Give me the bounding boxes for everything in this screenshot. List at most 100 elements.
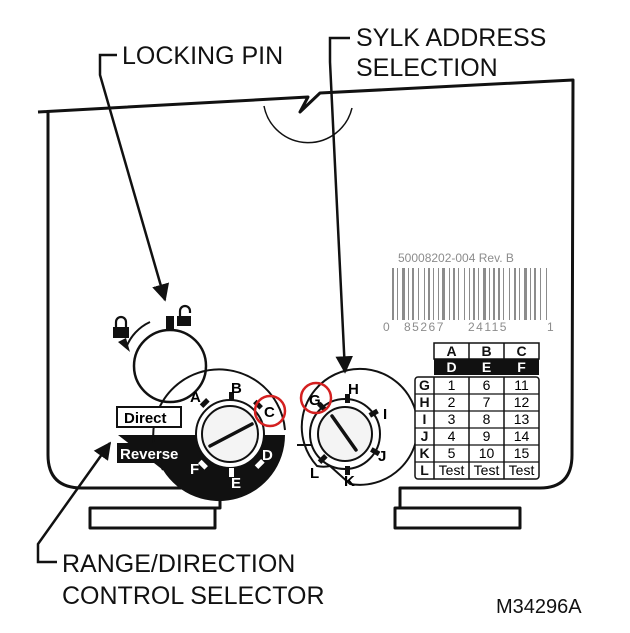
barcode-bar <box>509 268 510 320</box>
locking-pin-leader <box>98 53 170 302</box>
lock-rotation-arrowhead <box>118 338 130 352</box>
barcode-bar <box>514 268 516 320</box>
product-label: 50008202-004 Rev. B 0 85267 24115 1 <box>383 251 554 334</box>
table-cell: 9 <box>483 428 491 444</box>
barcode-bar <box>449 268 450 320</box>
barcode-bar <box>464 268 465 320</box>
range-dial-ticks <box>198 392 265 477</box>
address-dial-pointer <box>330 414 358 452</box>
range-position-a: A <box>190 389 201 406</box>
range-position-e: E <box>231 475 241 492</box>
barcode-bar <box>428 268 430 320</box>
table-header-label: A <box>446 343 456 359</box>
table-cell: 14 <box>514 428 530 444</box>
unlocked-padlock-icon <box>177 304 192 326</box>
direct-label-box: Direct <box>116 406 182 428</box>
range-leader <box>36 441 112 564</box>
barcode-bar <box>530 268 531 320</box>
table-row-label: G <box>419 377 430 393</box>
barcode-bar <box>493 268 495 320</box>
table-row-label: L <box>420 462 429 478</box>
barcode-bar <box>540 268 541 320</box>
range-callout-line1: RANGE/DIRECTION <box>62 550 295 578</box>
barcode-bar <box>469 268 470 320</box>
table-cell: 15 <box>514 445 530 461</box>
barcode-digit-left: 0 <box>383 320 390 334</box>
range-position-d: D <box>262 447 273 464</box>
part-number: M34296A <box>496 596 582 618</box>
table-cell: 11 <box>514 377 529 393</box>
barcode <box>392 268 547 320</box>
barcode-bar <box>473 268 475 320</box>
range-callout-line2: CONTROL SELECTOR <box>62 582 325 610</box>
sylk-callout-line1: SYLK ADDRESS <box>356 24 546 52</box>
barcode-bar <box>433 268 434 320</box>
table-cell: 1 <box>448 377 456 393</box>
table-cell: 4 <box>448 428 456 444</box>
barcode-bar <box>442 268 445 320</box>
range-position-b: B <box>231 380 242 397</box>
table-row-label: I <box>423 411 427 427</box>
table-cell: 8 <box>483 411 491 427</box>
table-cell: 7 <box>483 394 491 410</box>
table-cell: Test <box>439 462 465 478</box>
table-cell: 12 <box>514 394 530 410</box>
label-code: 50008202-004 Rev. B <box>398 251 514 265</box>
barcode-bar <box>408 268 409 320</box>
barcode-bar <box>498 268 500 320</box>
barcode-bar <box>534 268 536 320</box>
table-row-label: K <box>419 445 429 461</box>
barcode-bar <box>503 268 504 320</box>
address-dial-ticks <box>317 394 381 475</box>
sylk-address-dial: G H I J K L <box>297 367 419 490</box>
address-position-l: L <box>310 465 319 482</box>
barcode-bar <box>424 268 425 320</box>
table-cell: 2 <box>448 394 456 410</box>
range-position-f: F <box>190 461 199 478</box>
barcode-bar <box>483 268 486 320</box>
sylk-leader <box>328 36 353 374</box>
range-direction-dial: A B C D E F Direct Reverse <box>116 368 287 502</box>
barcode-bar <box>418 268 419 320</box>
locking-pin-marker <box>166 316 174 329</box>
range-position-c: C <box>264 404 275 421</box>
sylk-notch-arc <box>263 105 353 144</box>
address-g-highlight-circle <box>299 381 333 415</box>
barcode-digit-right: 1 <box>547 320 554 334</box>
barcode-bar <box>397 268 398 320</box>
table-cell: 13 <box>514 411 530 427</box>
barcode-bar <box>478 268 479 320</box>
barcode-bar <box>402 268 405 320</box>
barcode-bar <box>458 268 459 320</box>
range-c-highlight-circle <box>253 394 287 428</box>
barcode-bar <box>392 268 394 320</box>
table-cell: 5 <box>448 445 456 461</box>
housing <box>37 78 575 530</box>
barcode-bar <box>489 268 490 320</box>
barcode-bar <box>524 268 527 320</box>
table-header-bottom <box>434 359 539 375</box>
reverse-label-box: Reverse <box>117 443 181 463</box>
table-cell: 10 <box>479 445 495 461</box>
locked-padlock-icon <box>113 315 129 338</box>
table-header-label: D <box>446 359 456 375</box>
barcode-bar <box>453 268 455 320</box>
locking-pin-assembly <box>113 304 208 404</box>
range-dial-pointer <box>208 422 254 448</box>
table-header-label: F <box>517 359 526 375</box>
table-header-label: C <box>516 343 526 359</box>
locking-pin-knob <box>132 328 208 404</box>
table-header-label: E <box>482 359 491 375</box>
table-cell: 3 <box>448 411 456 427</box>
callout-leaders <box>36 36 353 564</box>
table-cell: 6 <box>483 377 491 393</box>
housing-outline <box>37 78 575 530</box>
barcode-digit-middle1: 85267 <box>404 320 445 334</box>
reverse-label: Reverse <box>120 446 178 463</box>
barcode-bar <box>519 268 520 320</box>
barcode-digit-middle2: 24115 <box>468 320 508 334</box>
direct-label: Direct <box>124 410 167 427</box>
address-position-i: I <box>383 406 387 423</box>
